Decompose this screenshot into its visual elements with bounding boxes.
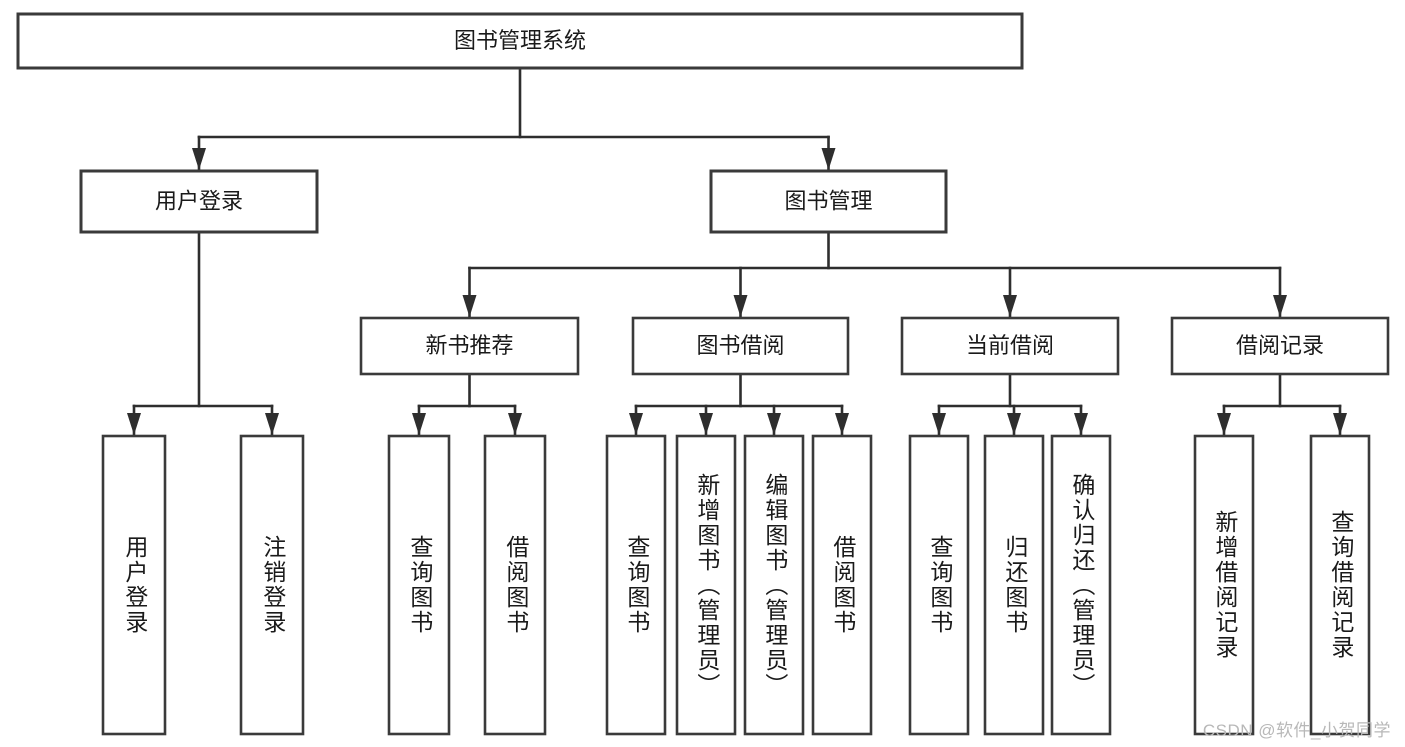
level3-node-label-0: 新书推荐 xyxy=(425,333,513,358)
level3-node-label-2: 当前借阅 xyxy=(966,333,1054,358)
watermark-text: CSDN @软件_小贺同学 xyxy=(1202,721,1391,740)
leaf-node-box-7[interactable] xyxy=(811,434,873,736)
leaf-node-box-8[interactable] xyxy=(908,434,970,736)
level3-node-label-3: 借阅记录 xyxy=(1236,333,1324,358)
leaf-node-box-9[interactable] xyxy=(983,434,1045,736)
leaf-node-box-3[interactable] xyxy=(483,434,547,736)
node-box-layer xyxy=(16,12,1390,736)
root-node-box[interactable] xyxy=(16,12,1024,70)
level3-node-box-1[interactable] xyxy=(631,316,850,376)
root-node-label: 图书管理系统 xyxy=(454,28,586,53)
level3-node-box-2[interactable] xyxy=(900,316,1120,376)
level2-node-label-0: 用户登录 xyxy=(155,188,243,213)
leaf-node-box-5[interactable] xyxy=(675,434,737,736)
leaf-node-box-4[interactable] xyxy=(605,434,667,736)
level3-node-label-1: 图书借阅 xyxy=(696,333,784,358)
level2-node-box-1[interactable] xyxy=(709,169,948,234)
leaf-node-box-10[interactable] xyxy=(1050,434,1112,736)
leaf-node-box-6[interactable] xyxy=(743,434,805,736)
leaf-node-box-2[interactable] xyxy=(387,434,451,736)
leaf-node-box-1[interactable] xyxy=(239,434,305,736)
level3-node-box-3[interactable] xyxy=(1170,316,1390,376)
level2-node-label-1: 图书管理 xyxy=(784,188,872,213)
leaf-node-box-11[interactable] xyxy=(1193,434,1255,736)
connector-layer xyxy=(127,66,1347,437)
level3-node-box-0[interactable] xyxy=(359,316,580,376)
level2-node-box-0[interactable] xyxy=(79,169,319,234)
leaf-node-box-12[interactable] xyxy=(1309,434,1371,736)
leaf-node-box-0[interactable] xyxy=(101,434,167,736)
